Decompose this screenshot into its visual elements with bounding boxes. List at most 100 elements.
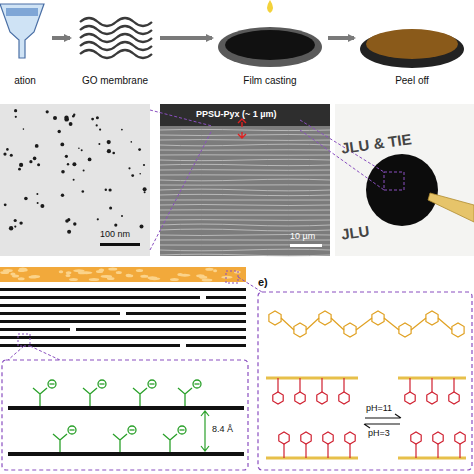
- layer-line: [160, 254, 330, 256]
- blob: [12, 274, 19, 277]
- bond: [410, 378, 416, 458]
- blob: [205, 268, 213, 271]
- figure-label: 100 nm: [100, 229, 130, 239]
- dot: [33, 157, 37, 161]
- bond: [322, 378, 328, 458]
- dot: [121, 215, 123, 217]
- layer-line: [160, 209, 330, 210]
- dot: [19, 221, 22, 224]
- dot: [19, 163, 23, 167]
- dot: [143, 187, 147, 191]
- dot: [18, 168, 21, 171]
- layer-line: [160, 154, 330, 155]
- dot: [14, 219, 17, 222]
- benzene-ring: [317, 392, 327, 404]
- dot: [64, 116, 68, 120]
- blob: [99, 268, 105, 271]
- spacing-arrow: [201, 411, 209, 451]
- funnel-icon: [0, 4, 44, 58]
- dot: [78, 148, 80, 150]
- layer-line: [160, 174, 330, 175]
- blob: [59, 270, 63, 273]
- dot: [82, 190, 85, 193]
- charge-circle: [128, 426, 136, 434]
- layer-line: [160, 189, 330, 191]
- zoom-box: [18, 334, 30, 346]
- blob: [196, 274, 204, 277]
- bond: [438, 318, 452, 330]
- bond: [384, 318, 399, 330]
- thickness-arrows: [238, 119, 246, 138]
- dot: [144, 191, 146, 193]
- dot: [24, 197, 28, 201]
- tweezer: [428, 193, 474, 222]
- layer-line: [160, 144, 330, 146]
- zoom-panel: [2, 360, 248, 470]
- figure-label: PPSU-Pyx (~ 1 µm): [196, 109, 276, 119]
- coo-group: [113, 434, 127, 452]
- dot: [9, 226, 13, 230]
- blob: [18, 277, 25, 280]
- benzene-ring: [273, 392, 283, 404]
- scale-bar: [290, 244, 322, 247]
- dot: [36, 193, 38, 195]
- blob: [136, 269, 143, 272]
- minus-sign: [180, 429, 185, 430]
- dot: [73, 179, 75, 181]
- benzene-ring: [301, 432, 311, 444]
- coo-group: [83, 388, 97, 406]
- go-sheets: [8, 406, 244, 456]
- dot: [109, 188, 112, 191]
- figure-label: e): [258, 276, 268, 288]
- charge-circle: [48, 380, 56, 388]
- dot: [58, 130, 61, 133]
- layer-line: [160, 219, 330, 221]
- dot: [114, 224, 117, 227]
- layer: [398, 457, 466, 460]
- benzene-ring: [426, 311, 438, 325]
- figure-label: pH=3: [368, 428, 390, 438]
- step-label: GO membrane: [72, 75, 158, 86]
- benzene-ring: [345, 432, 355, 444]
- nanoparticle-dots: [3, 109, 146, 234]
- dot: [37, 202, 39, 204]
- blob: [19, 268, 27, 271]
- dot: [37, 163, 40, 166]
- dot: [99, 129, 101, 131]
- dot: [131, 141, 133, 143]
- zoom-box: [226, 271, 238, 283]
- dot: [97, 218, 99, 220]
- dot: [107, 149, 111, 153]
- coo-group: [178, 388, 192, 406]
- bond: [331, 318, 344, 330]
- dot: [23, 128, 25, 130]
- layer-line: [160, 169, 330, 171]
- dot: [61, 170, 65, 174]
- dot: [65, 219, 69, 223]
- layer-line: [160, 164, 330, 165]
- benzene-ring: [319, 311, 331, 325]
- layer-line: [160, 139, 330, 141]
- dot: [6, 148, 9, 151]
- zoom-box: [384, 172, 404, 190]
- benzene-ring: [339, 392, 349, 404]
- layer-line: [160, 229, 330, 231]
- layer-line: [160, 149, 330, 150]
- bond: [454, 378, 460, 458]
- zoom-panel: [258, 292, 472, 470]
- dot: [72, 115, 75, 118]
- blob: [101, 275, 113, 278]
- casting-film: [225, 30, 315, 60]
- blob: [31, 275, 41, 278]
- charge-circle: [193, 380, 201, 388]
- bond: [300, 378, 306, 458]
- minus-sign: [195, 383, 200, 384]
- tem-image: [0, 104, 150, 256]
- layer: [266, 457, 358, 460]
- layer-line: [160, 199, 330, 200]
- benzene-ring: [452, 323, 464, 337]
- layer-line: [160, 215, 330, 216]
- benzene-ring: [372, 311, 384, 325]
- blob: [21, 269, 27, 272]
